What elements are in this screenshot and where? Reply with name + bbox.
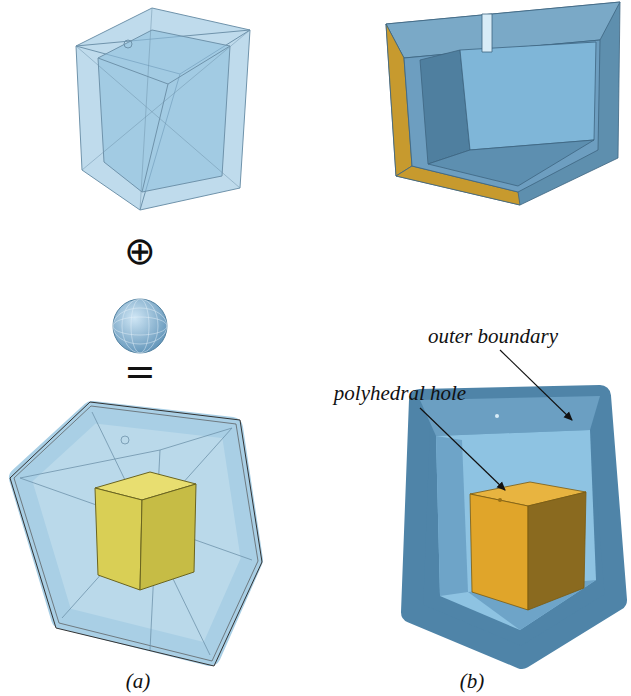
panel-label: (a)	[126, 670, 151, 693]
hollow-cube	[76, 8, 250, 210]
callout-label: outer boundary	[428, 325, 558, 348]
sphere	[113, 299, 167, 353]
minkowski-sum	[10, 402, 262, 666]
leader-arrow	[420, 350, 572, 490]
callout-label: polyhedral hole	[334, 382, 466, 405]
panel-label: (b)	[460, 670, 485, 693]
operator-symbol: ⊕	[124, 231, 156, 273]
operator-symbol: =	[124, 351, 156, 393]
cut-minkowski-sum	[412, 396, 616, 658]
cut-hollow-cube	[386, 2, 620, 205]
